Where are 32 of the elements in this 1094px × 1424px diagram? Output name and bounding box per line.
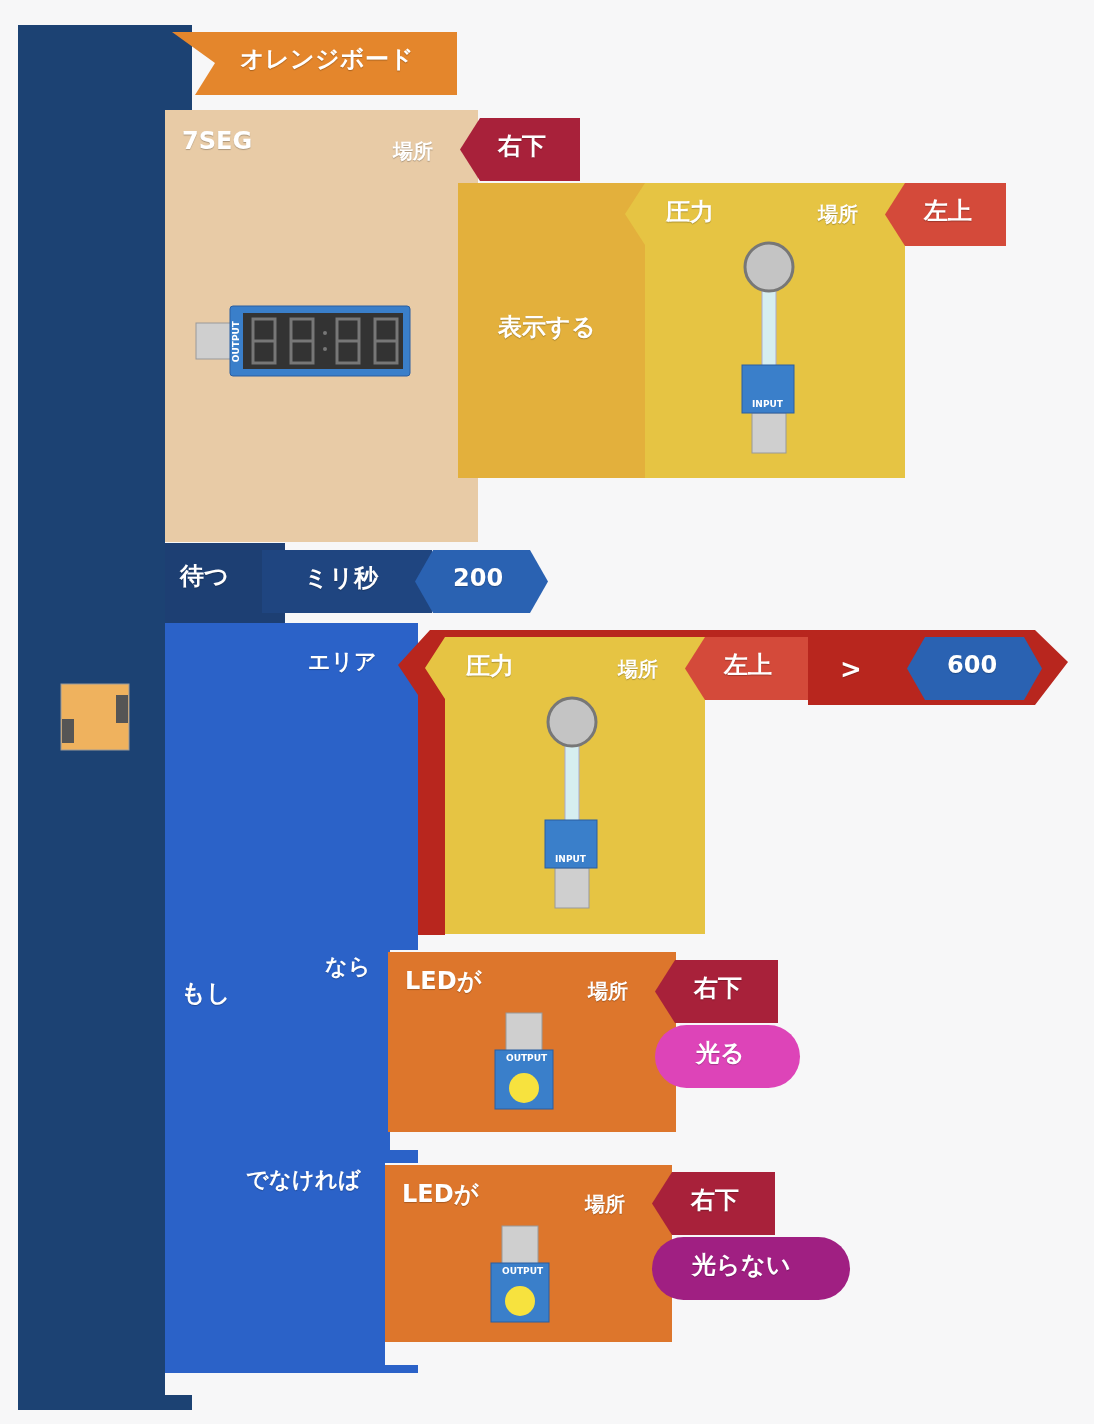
block-label: でなければ — [246, 1168, 361, 1193]
state-block: 光らない — [652, 1237, 850, 1300]
block-label: エリア — [308, 650, 377, 675]
module-label: OUTPUT — [232, 321, 241, 363]
location-tag: 右下 — [652, 1172, 775, 1235]
action-block: 表示する — [458, 183, 646, 478]
block-label: 場所 — [585, 1193, 625, 1215]
block-label: 場所 — [393, 140, 433, 162]
number-block: 600 — [907, 637, 1042, 700]
state-block: 光る — [655, 1025, 800, 1088]
module-label: OUTPUT — [506, 1054, 548, 1063]
number-block: 200 — [415, 550, 548, 613]
unit-block: ミリ秒 — [262, 550, 432, 613]
location-tag: 左上 — [885, 183, 1006, 246]
location-tag: 右下 — [655, 960, 778, 1023]
block-label: > — [840, 655, 862, 684]
module-label: INPUT — [752, 400, 783, 409]
block-label: LEDが — [402, 1181, 479, 1208]
block-label: 7SEG — [182, 128, 253, 155]
block-label: 場所 — [818, 203, 858, 225]
block-label: なら — [325, 955, 371, 980]
block-label: 場所 — [588, 980, 628, 1002]
module-label: OUTPUT — [502, 1267, 544, 1276]
block-label: オレンジボード — [240, 46, 414, 73]
block-label: LEDが — [405, 968, 482, 995]
location-tag: 右下 — [460, 118, 580, 181]
block-label: もし — [181, 980, 231, 1007]
block-label: 圧力 — [466, 653, 514, 680]
location-tag: 左上 — [685, 637, 808, 700]
block-label: 場所 — [618, 658, 658, 680]
block-label: 圧力 — [666, 199, 714, 226]
module-label: INPUT — [555, 855, 586, 864]
